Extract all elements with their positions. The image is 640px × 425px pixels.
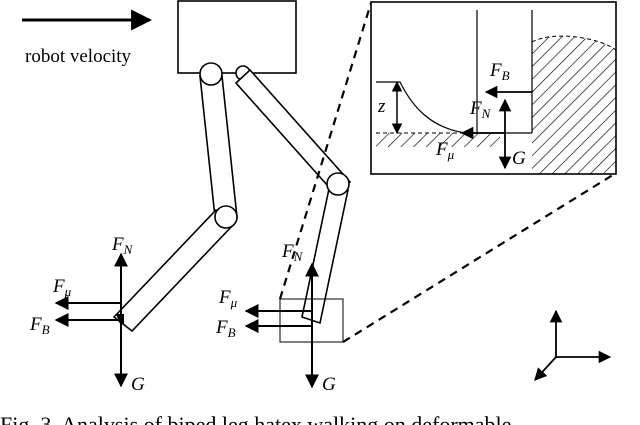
velocity-label: robot velocity xyxy=(25,46,132,67)
inset-gravity-label: G xyxy=(512,148,526,169)
right-gravity-label: G xyxy=(322,374,336,395)
zoom-leader-top xyxy=(278,2,373,300)
inset-friction-label: Fμ xyxy=(435,139,455,162)
left-gravity-label: G xyxy=(131,374,145,395)
right-normal-force-label: FN xyxy=(281,241,304,264)
left-buoyancy-force-label: FB xyxy=(29,314,50,337)
left-leg xyxy=(112,62,238,333)
left-foot-forces xyxy=(54,252,128,388)
robot-body xyxy=(177,0,297,74)
soil-inset-panel xyxy=(370,1,617,175)
coordinate-axes xyxy=(534,309,612,381)
inset-depth-label: z xyxy=(377,96,386,117)
figure-caption: Fig. 3. Analysis of biped leg hatex walk… xyxy=(0,412,511,425)
zoom-leader-bottom xyxy=(342,172,617,343)
left-friction-force-label: Fμ xyxy=(52,276,72,299)
left-normal-force-label: FN xyxy=(111,234,134,257)
inset-normal-label: FN xyxy=(469,98,492,121)
right-leg xyxy=(234,65,352,325)
right-friction-force-label: Fμ xyxy=(218,287,238,310)
right-foot-forces xyxy=(244,262,319,389)
right-buoyancy-force-label: FB xyxy=(215,317,236,340)
inset-buoyancy-label: FB xyxy=(489,60,510,83)
